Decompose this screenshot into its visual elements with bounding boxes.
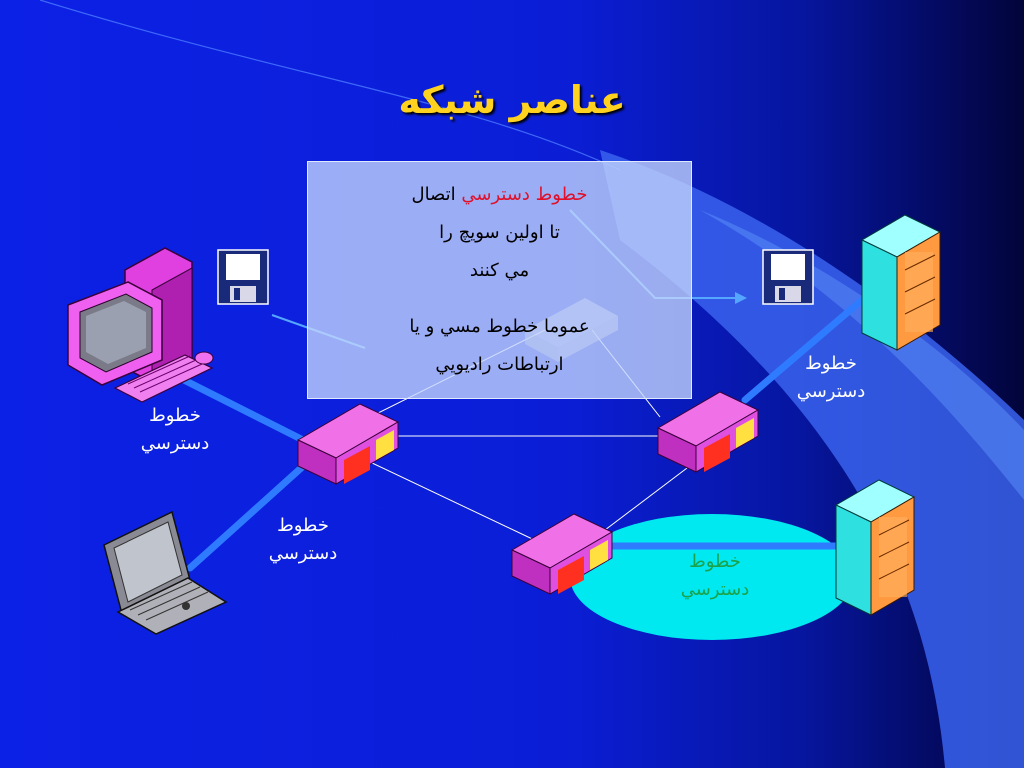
label-line2: دسترسي bbox=[140, 433, 210, 454]
info-line-5: ارتباطات راديويي bbox=[435, 354, 564, 375]
info-highlight: خطوط دسترسي bbox=[461, 184, 588, 205]
desktop-computer-icon bbox=[67, 247, 214, 403]
label-line1: خطوط bbox=[689, 551, 741, 572]
access-lines bbox=[176, 296, 866, 572]
label-line2: دسترسي bbox=[796, 381, 866, 402]
access-line-label-cloud: خطوط دسترسي bbox=[670, 548, 760, 604]
label-line2: دسترسي bbox=[680, 579, 750, 600]
access-line-label-right: خطوط دسترسي bbox=[786, 350, 876, 406]
label-line1: خطوط bbox=[805, 353, 857, 374]
switch-icon-left bbox=[296, 403, 400, 485]
info-line-3: مي كنند bbox=[469, 260, 530, 281]
slide-title: عناصر شبكه bbox=[398, 78, 626, 122]
info-line-1: خطوط دسترسي اتصال bbox=[308, 176, 691, 214]
info-box: خطوط دسترسي اتصال تا اولين سويچ را مي كن… bbox=[307, 161, 692, 399]
background-arc bbox=[39, 0, 621, 171]
label-line1: خطوط bbox=[149, 405, 201, 426]
switch-icon-right bbox=[656, 391, 760, 473]
laptop-icon bbox=[103, 510, 228, 635]
server-icon-bottom bbox=[834, 479, 916, 616]
info-line-4: عموما خطوط مسي و يا bbox=[409, 316, 590, 337]
floppy-disk-icon-left bbox=[217, 249, 269, 305]
background-sweep bbox=[600, 150, 1024, 768]
switch-icon-bottom bbox=[510, 513, 614, 595]
label-line2: دسترسي bbox=[268, 543, 338, 564]
access-line-label-left: خطوط دسترسي bbox=[130, 402, 220, 458]
label-line1: خطوط bbox=[277, 515, 329, 536]
info-line-1-rest: اتصال bbox=[411, 184, 462, 205]
access-line-label-center: خطوط دسترسي bbox=[258, 512, 348, 568]
floppy-disk-icon-right bbox=[762, 249, 814, 305]
info-line-2: تا اولين سويچ را bbox=[439, 222, 560, 243]
server-icon-top bbox=[860, 214, 942, 351]
backbone-lines bbox=[369, 329, 696, 546]
